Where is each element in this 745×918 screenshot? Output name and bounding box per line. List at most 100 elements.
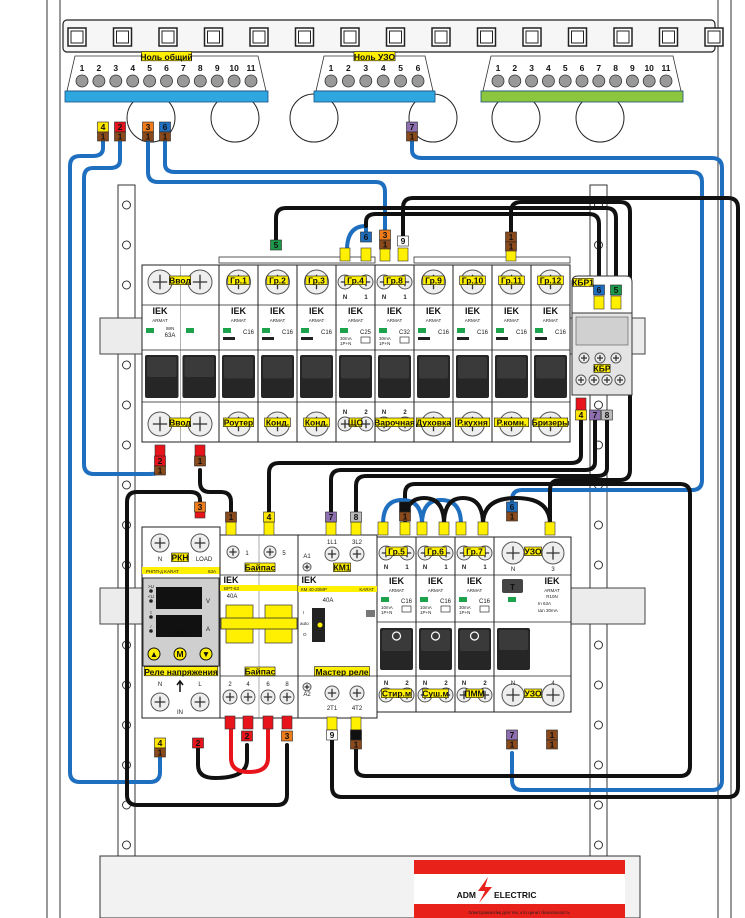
series-label: ARMAT (467, 588, 483, 593)
terminal-screw[interactable] (279, 689, 295, 705)
terminal-label: A2 (303, 692, 311, 698)
terminal-screw[interactable] (263, 545, 277, 559)
breaker-handle[interactable] (182, 355, 217, 398)
terminal-label: 1 (245, 551, 249, 557)
bus-screw[interactable] (592, 74, 606, 88)
kbr-screw[interactable] (601, 374, 613, 386)
terminal-screw[interactable] (187, 269, 213, 295)
breaker-handle[interactable] (497, 628, 530, 670)
wire-14-neutral-to-rkn (68, 139, 162, 784)
kbr-screw[interactable] (575, 374, 587, 386)
bus-screw[interactable] (176, 74, 190, 88)
bus-screw[interactable] (394, 74, 408, 88)
terminal-screw[interactable] (187, 411, 213, 437)
up-button[interactable]: ▲ (147, 647, 161, 661)
bus-terminal-number: 3 (113, 63, 118, 73)
brand-logo: IEK (389, 576, 405, 586)
bus-screw[interactable] (75, 74, 89, 88)
bus-screw[interactable] (359, 74, 373, 88)
terminal-screw[interactable] (501, 541, 525, 565)
breaker-handle[interactable] (378, 355, 411, 398)
marker-sub-digit: 1 (410, 132, 415, 142)
terminal-screw[interactable] (226, 545, 240, 559)
breaker-handle[interactable] (458, 628, 491, 670)
status-indicator (262, 328, 270, 333)
breaker-handle[interactable] (534, 355, 567, 398)
wire-marker: 3 (281, 730, 293, 742)
bus-screw[interactable] (324, 74, 338, 88)
breaker-handle[interactable] (419, 628, 452, 670)
bus-screw[interactable] (160, 74, 173, 88)
kbr-screw[interactable] (614, 374, 626, 386)
kbr-screw[interactable] (594, 352, 606, 364)
spec: 10mA (381, 605, 393, 610)
bus-screw[interactable] (376, 74, 390, 88)
terminal-screw[interactable] (190, 692, 210, 712)
bus-screw[interactable] (143, 74, 157, 88)
breaker-handle[interactable] (145, 355, 179, 398)
bus-screw[interactable] (92, 74, 106, 88)
bus-screw[interactable] (508, 74, 522, 88)
bus-screw[interactable] (227, 74, 241, 88)
breaker-handle[interactable] (456, 355, 489, 398)
terminal-screw[interactable] (358, 416, 374, 432)
terminal-screw[interactable] (240, 689, 256, 705)
bus-screw[interactable] (109, 74, 123, 88)
terminal-label: 1 (483, 565, 487, 571)
breaker-handle[interactable] (222, 355, 255, 398)
coil-terminal[interactable] (302, 562, 312, 572)
breaker-handle[interactable] (300, 355, 333, 398)
terminal-screw[interactable] (349, 546, 365, 562)
main-top-label-bg (169, 275, 192, 285)
terminal-screw[interactable] (501, 683, 525, 707)
bus-screw[interactable] (341, 74, 355, 88)
bus-screw[interactable] (575, 74, 589, 88)
bus-screw[interactable] (558, 74, 572, 88)
bus-screw[interactable] (491, 74, 505, 88)
bus-screw[interactable] (542, 74, 555, 88)
breaker-handle[interactable] (261, 355, 294, 398)
marker-digit: 7 (510, 730, 515, 740)
terminal-screw[interactable] (541, 541, 565, 565)
marker-sub-digit: 1 (550, 740, 555, 750)
terminal-screw[interactable] (190, 533, 210, 553)
menu-button[interactable]: M (173, 647, 187, 661)
terminal-screw[interactable] (150, 692, 170, 712)
kbr-screw[interactable] (610, 352, 622, 364)
diff-symbol-icon (479, 605, 490, 613)
terminal-screw[interactable] (324, 546, 340, 562)
rcd-test-button[interactable]: T (502, 579, 523, 593)
marking-strip (535, 337, 547, 340)
kbr-screw[interactable] (578, 352, 590, 364)
down-button[interactable]: ▼ (199, 647, 213, 661)
bus-screw[interactable] (193, 74, 207, 88)
wire-ferrule (339, 247, 351, 262)
terminal-screw[interactable] (349, 685, 365, 701)
kbr-screw[interactable] (588, 374, 600, 386)
terminal-screw[interactable] (324, 685, 340, 701)
bus-screw[interactable] (525, 74, 538, 88)
bus-screw[interactable] (411, 74, 425, 88)
marker-sub-digit: 1 (510, 740, 515, 750)
bus-screw[interactable] (210, 74, 224, 88)
breaker-Гр.2-bottom-label: Конд. (266, 418, 289, 428)
breaker-handle[interactable] (380, 628, 413, 670)
terminal-screw[interactable] (260, 689, 276, 705)
breaker-handle[interactable] (339, 355, 372, 398)
wire-marker: 8 (350, 511, 362, 523)
bus-screw[interactable] (642, 74, 656, 88)
main-bottom-label-bg (169, 417, 192, 427)
bus-screw[interactable] (626, 74, 639, 88)
coil-terminal[interactable] (302, 682, 312, 692)
breaker-handle[interactable] (495, 355, 528, 398)
terminal-screw[interactable] (222, 689, 238, 705)
bus-screw[interactable] (244, 74, 258, 88)
bus-screw[interactable] (126, 74, 140, 88)
breaker-handle[interactable] (417, 355, 450, 398)
kbr-window (575, 316, 629, 346)
terminal-screw[interactable] (150, 533, 170, 553)
bus-screw[interactable] (659, 74, 673, 88)
terminal-screw[interactable] (541, 683, 565, 707)
bus-screw[interactable] (609, 74, 622, 88)
